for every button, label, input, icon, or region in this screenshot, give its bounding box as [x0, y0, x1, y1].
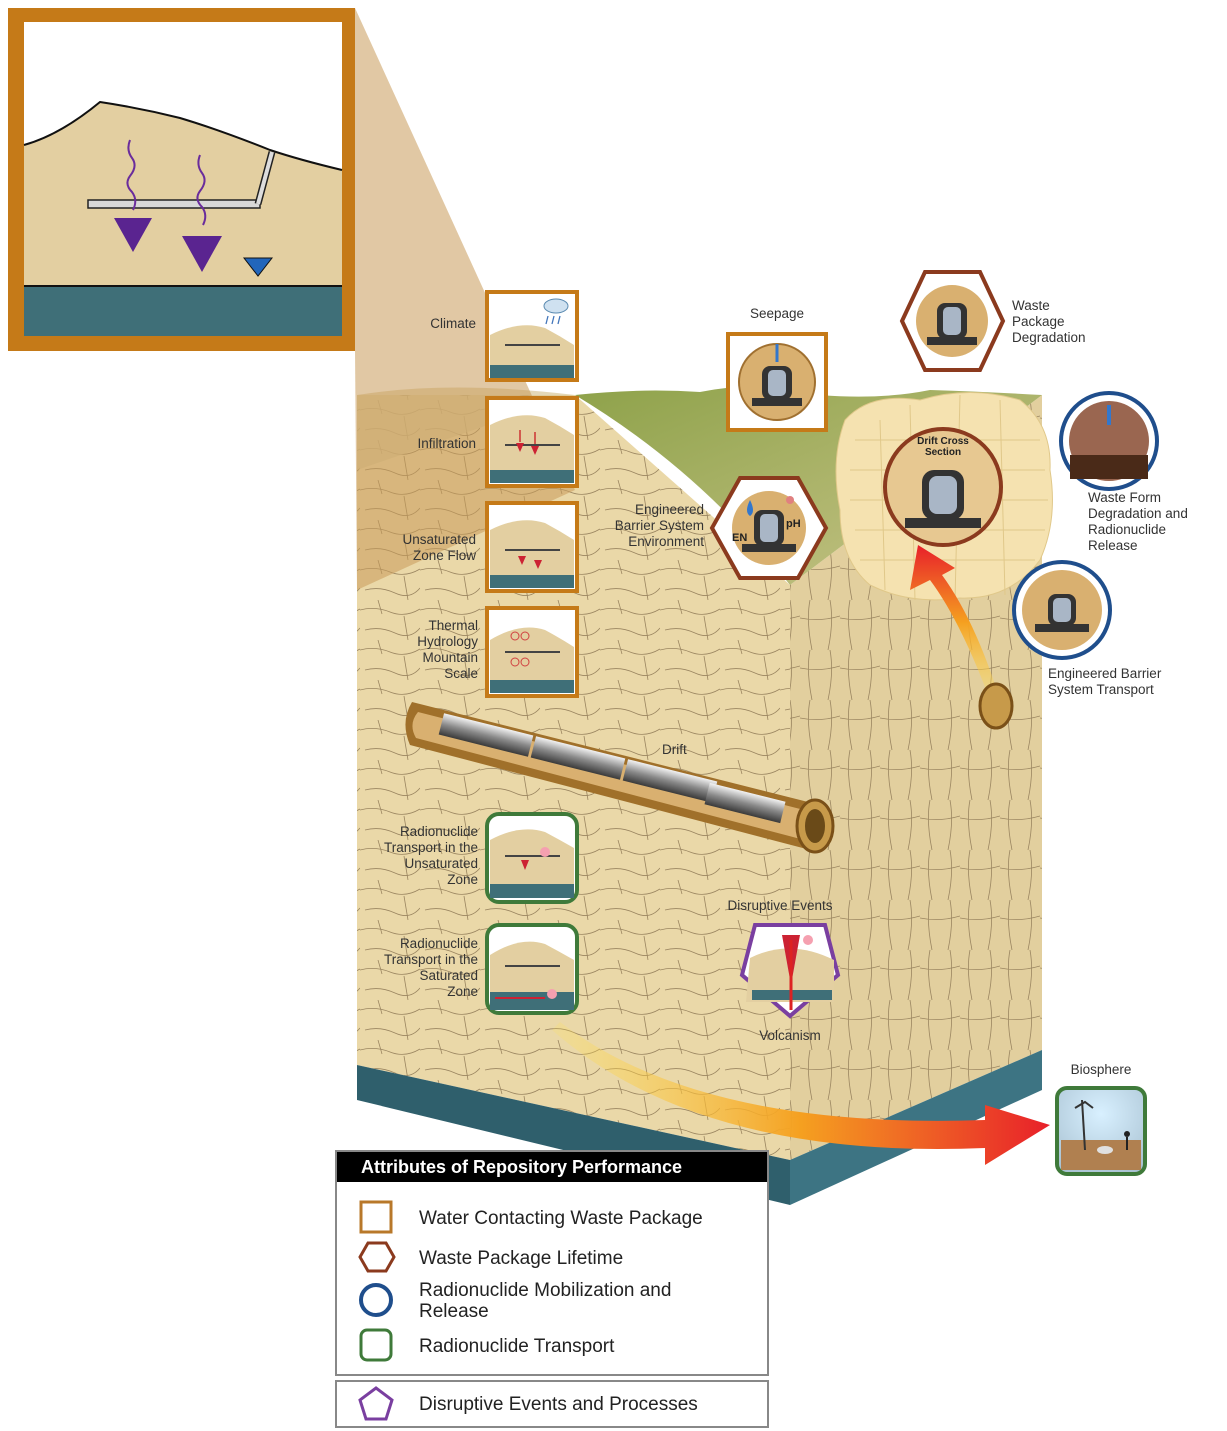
label-line: Engineered Barrier — [1048, 666, 1162, 681]
process-box-thermal-hydrology — [485, 606, 579, 698]
label-engineered-barrier-env: Engineered Barrier System Environment — [580, 502, 704, 550]
drift-tunnel — [405, 702, 835, 854]
label-line: Release — [1088, 538, 1138, 553]
legend-item-label: Radionuclide Mobilization and Release — [419, 1280, 671, 1322]
label-line: Waste Form — [1088, 490, 1162, 505]
legend-item-label: Water Contacting Waste Package — [419, 1207, 703, 1229]
label-line: Package — [1012, 314, 1065, 329]
label-rn-transport-sat: Radionuclide Transport in the Saturated … — [350, 936, 478, 1000]
transport-to-biosphere-arrow — [552, 1022, 1050, 1165]
rock-block — [357, 386, 1042, 1205]
waste-package-degradation-hex — [899, 270, 1006, 372]
label-line: Scale — [444, 666, 478, 681]
legend-item-water-contact: Water Contacting Waste Package — [357, 1198, 703, 1238]
label-ph: pH — [786, 518, 801, 530]
disruptive-events-pentagon — [739, 923, 841, 1019]
process-box-rn-transport-unsat — [485, 812, 579, 904]
process-box-rn-transport-sat — [485, 923, 579, 1015]
legend-item-label: Waste Package Lifetime — [419, 1247, 624, 1269]
seepage-box — [726, 332, 828, 432]
label-line: Waste — [1012, 298, 1050, 313]
release-arrow-up — [910, 545, 1000, 700]
legend-box: Attributes of Repository Performance Wat… — [335, 1150, 769, 1376]
label-climate: Climate — [430, 316, 476, 331]
label-biosphere: Biosphere — [1070, 1062, 1132, 1077]
label-line: Mountain — [422, 650, 478, 665]
legend-item-disruptive: Disruptive Events and Processes — [357, 1384, 698, 1424]
label-thermal-hydrology: Thermal Hydrology Mountain Scale — [370, 618, 478, 682]
label-line: Transport in the — [383, 840, 478, 855]
label-line: Radionuclide — [1088, 522, 1167, 537]
label-infiltration: Infiltration — [417, 436, 476, 451]
square-icon — [359, 1200, 393, 1234]
label-line: Unsaturated — [404, 856, 478, 871]
label-line: Engineered — [634, 502, 704, 517]
label-line: Barrier System — [614, 518, 704, 533]
label-seepage: Seepage — [749, 306, 805, 321]
label-line: Drift Cross — [917, 436, 969, 447]
label-line: Radionuclide — [399, 824, 478, 839]
process-box-unsaturated-zone-flow — [485, 501, 579, 593]
circle-icon — [359, 1283, 393, 1317]
legend-item-line: Release — [419, 1301, 489, 1322]
label-line: Hydrology — [417, 634, 478, 649]
infiltration-arrow-2 — [182, 236, 222, 272]
label-waste-package-degradation: Waste Package Degradation — [1012, 298, 1086, 346]
legend-item-label: Disruptive Events and Processes — [419, 1393, 698, 1415]
process-box-infiltration — [485, 396, 579, 488]
drift-end-opening — [978, 682, 1014, 730]
label-line: System Transport — [1048, 682, 1154, 697]
label-volcanism: Volcanism — [759, 1028, 821, 1043]
ebs-transport-circle — [1012, 560, 1112, 660]
ebs-environment-hex — [709, 476, 829, 580]
label-en: EN — [732, 532, 748, 544]
drift-cross-section — [835, 392, 1053, 601]
legend-title: Attributes of Repository Performance — [337, 1152, 767, 1182]
label-unsaturated-zone-flow: Unsaturated Zone Flow — [370, 532, 476, 564]
label-waste-form-degradation: Waste Form Degradation and Radionuclide … — [1088, 490, 1188, 554]
hexagon-icon — [358, 1241, 396, 1273]
label-disruptive-events: Disruptive Events — [727, 898, 833, 913]
water-table-marker — [242, 257, 274, 277]
waste-form-degradation-circle — [1059, 391, 1159, 491]
legend-item-label: Radionuclide Transport — [419, 1335, 615, 1357]
label-line: Environment — [628, 534, 704, 549]
label-line: Transport in the — [383, 952, 478, 967]
label-line: Degradation — [1012, 330, 1086, 345]
rounded-square-icon — [359, 1328, 393, 1362]
label-rn-transport-unsat: Radionuclide Transport in the Unsaturate… — [350, 824, 478, 888]
process-box-climate — [485, 290, 579, 382]
label-line: Zone — [447, 984, 478, 999]
label-line: Thermal — [428, 618, 478, 633]
label-drift: Drift — [662, 742, 687, 757]
label-line: Section — [924, 447, 962, 458]
climate-inset — [8, 8, 355, 351]
label-line: Saturated — [419, 968, 478, 983]
label-line: Radionuclide — [399, 936, 478, 951]
label-line: Unsaturated — [402, 532, 476, 547]
pentagon-icon — [358, 1386, 394, 1421]
legend-item-line: Radionuclide Mobilization and — [419, 1280, 672, 1301]
label-drift-cross-section: Drift Cross Section — [905, 436, 981, 458]
label-line: Degradation and — [1088, 506, 1188, 521]
legend-extra-box: Disruptive Events and Processes — [335, 1380, 769, 1428]
label-ebs-transport: Engineered Barrier System Transport — [1048, 666, 1161, 698]
biosphere-box — [1055, 1086, 1147, 1176]
infiltration-arrow-1 — [114, 218, 152, 252]
legend-item-transport: Radionuclide Transport — [357, 1326, 614, 1366]
infiltration-wave-1 — [126, 139, 137, 211]
label-line: Zone — [447, 872, 478, 887]
label-line: Zone Flow — [412, 548, 476, 563]
legend-item-mobilization: Radionuclide Mobilization and Release — [357, 1280, 671, 1322]
infiltration-wave-2 — [196, 154, 207, 226]
legend-item-wp-lifetime: Waste Package Lifetime — [357, 1238, 623, 1278]
